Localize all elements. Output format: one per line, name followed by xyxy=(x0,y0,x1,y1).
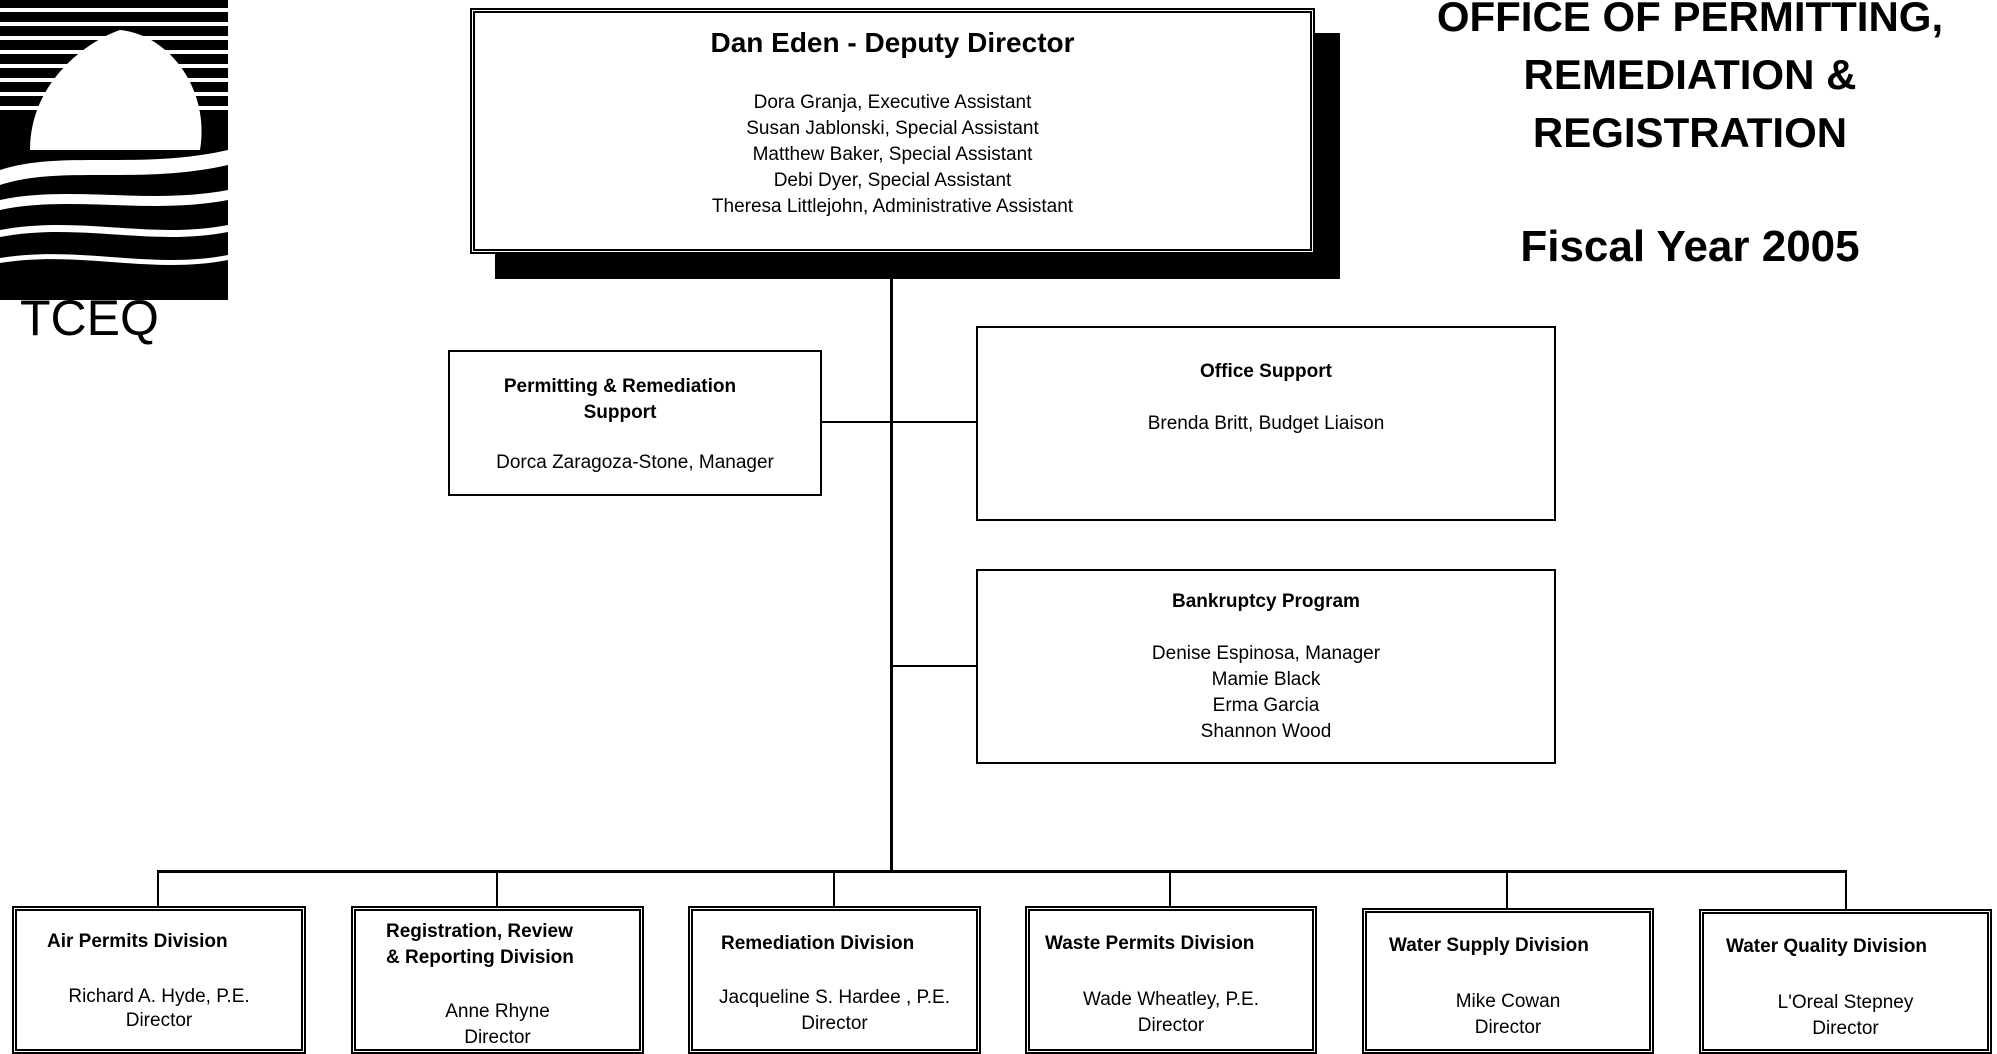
bankruptcy-connector xyxy=(890,665,978,667)
division-director-role: Director xyxy=(801,1013,868,1034)
office-title-line2: REMEDIATION & xyxy=(1523,51,1857,98)
logo-text: TCEQ xyxy=(20,290,159,345)
division-director-role: Director xyxy=(1137,1015,1205,1036)
tceq-logo: TCEQ xyxy=(0,0,240,350)
office-support-box: Office Support Brenda Britt, Budget Liai… xyxy=(976,326,1556,521)
division-director: Anne Rhyne Director xyxy=(356,999,639,1051)
division-title: Registration, Review & Reporting Divisio… xyxy=(386,919,574,971)
fiscal-year: Fiscal Year 2005 xyxy=(1520,222,1860,271)
deputy-staff-item: Theresa Littlejohn, Administrative Assis… xyxy=(711,196,1074,217)
division-director-name: Anne Rhyne xyxy=(445,1001,550,1022)
division-drop xyxy=(496,870,498,910)
deputy-staff-item: Matthew Baker, Special Assistant xyxy=(752,144,1033,165)
division-director-role: Director xyxy=(125,1010,193,1031)
division-director: Richard A. Hyde, P.E. Director xyxy=(17,985,301,1033)
division-director: Mike Cowan Director xyxy=(1367,989,1649,1041)
division-director-name: Mike Cowan xyxy=(1455,991,1561,1012)
office-support-staff: Brenda Britt, Budget Liaison xyxy=(1147,413,1385,434)
division-title: Water Quality Division xyxy=(1726,936,1927,957)
deputy-staff-item: Dora Granja, Executive Assistant xyxy=(753,92,1032,113)
deputy-director-heading: Dan Eden - Deputy Director xyxy=(710,27,1075,58)
division-box-waste-permits: Waste Permits Division Wade Wheatley, P.… xyxy=(1025,906,1317,1054)
division-box-air-permits: Air Permits Division Richard A. Hyde, P.… xyxy=(12,906,306,1054)
division-title-line2: & Reporting Division xyxy=(386,947,574,968)
division-box-remediation: Remediation Division Jacqueline S. Harde… xyxy=(688,906,981,1054)
bankruptcy-program-box: Bankruptcy Program Denise Espinosa, Mana… xyxy=(976,569,1556,764)
division-title: Air Permits Division xyxy=(47,931,228,952)
bankruptcy-staff-list: Denise Espinosa, Manager Mamie Black Erm… xyxy=(978,641,1554,745)
division-director-name: Richard A. Hyde, P.E. xyxy=(68,986,250,1007)
division-director-role: Director xyxy=(1474,1017,1542,1038)
division-box-water-quality: Water Quality Division L'Oreal Stepney D… xyxy=(1699,909,1992,1054)
division-director-role: Director xyxy=(464,1027,531,1048)
office-title: OFFICE OF PERMITTING, REMEDIATION & REGI… xyxy=(1390,0,1990,162)
division-drop xyxy=(833,870,835,908)
division-box-water-supply: Water Supply Division Mike Cowan Directo… xyxy=(1362,908,1654,1054)
prs-box: Permitting & Remediation Support Dorca Z… xyxy=(448,350,822,496)
bankruptcy-staff-item: Shannon Wood xyxy=(1200,721,1332,742)
division-drop xyxy=(1169,870,1171,908)
division-director: L'Oreal Stepney Director xyxy=(1704,990,1987,1042)
division-director: Wade Wheatley, P.E. Director xyxy=(1030,987,1312,1039)
office-title-line1: OFFICE OF PERMITTING, xyxy=(1436,0,1944,40)
division-director-name: Jacqueline S. Hardee , P.E. xyxy=(719,987,950,1008)
division-bus-line xyxy=(157,870,1847,873)
division-director: Jacqueline S. Hardee , P.E. Director xyxy=(693,985,976,1037)
prs-title-line2: Support xyxy=(583,402,657,423)
office-support-title: Office Support xyxy=(1200,361,1332,382)
deputy-director-box: Dan Eden - Deputy Director Dora Granja, … xyxy=(470,8,1315,254)
prs-title: Permitting & Remediation Support xyxy=(470,374,770,426)
division-box-registration-review-reporting: Registration, Review & Reporting Divisio… xyxy=(351,906,644,1054)
division-title: Remediation Division xyxy=(721,933,915,954)
bankruptcy-title: Bankruptcy Program xyxy=(1172,591,1360,612)
deputy-staff-item: Susan Jablonski, Special Assistant xyxy=(746,118,1039,139)
prs-title-line1: Permitting & Remediation xyxy=(503,376,737,397)
prs-connector xyxy=(820,421,978,423)
division-title: Waste Permits Division xyxy=(1045,933,1255,954)
division-director-name: L'Oreal Stepney xyxy=(1777,992,1914,1013)
division-director-role: Director xyxy=(1812,1018,1879,1039)
bankruptcy-staff-item: Erma Garcia xyxy=(1212,695,1320,716)
office-title-line3: REGISTRATION xyxy=(1532,109,1848,156)
division-title-line1: Registration, Review xyxy=(386,921,573,942)
bankruptcy-staff-item: Mamie Black xyxy=(1211,669,1321,690)
division-drop xyxy=(157,870,159,908)
tceq-emblem-icon: TCEQ xyxy=(0,0,228,346)
division-director-name: Wade Wheatley, P.E. xyxy=(1082,989,1259,1010)
division-drop xyxy=(1506,870,1508,910)
division-drop xyxy=(1845,870,1847,912)
deputy-staff-item: Debi Dyer, Special Assistant xyxy=(773,170,1012,191)
deputy-staff-list: Dora Granja, Executive Assistant Susan J… xyxy=(475,90,1310,220)
bankruptcy-staff-item: Denise Espinosa, Manager xyxy=(1151,643,1381,664)
main-trunk-line xyxy=(890,279,893,873)
division-title: Water Supply Division xyxy=(1389,935,1589,956)
prs-manager: Dorca Zaragoza-Stone, Manager xyxy=(496,452,774,473)
